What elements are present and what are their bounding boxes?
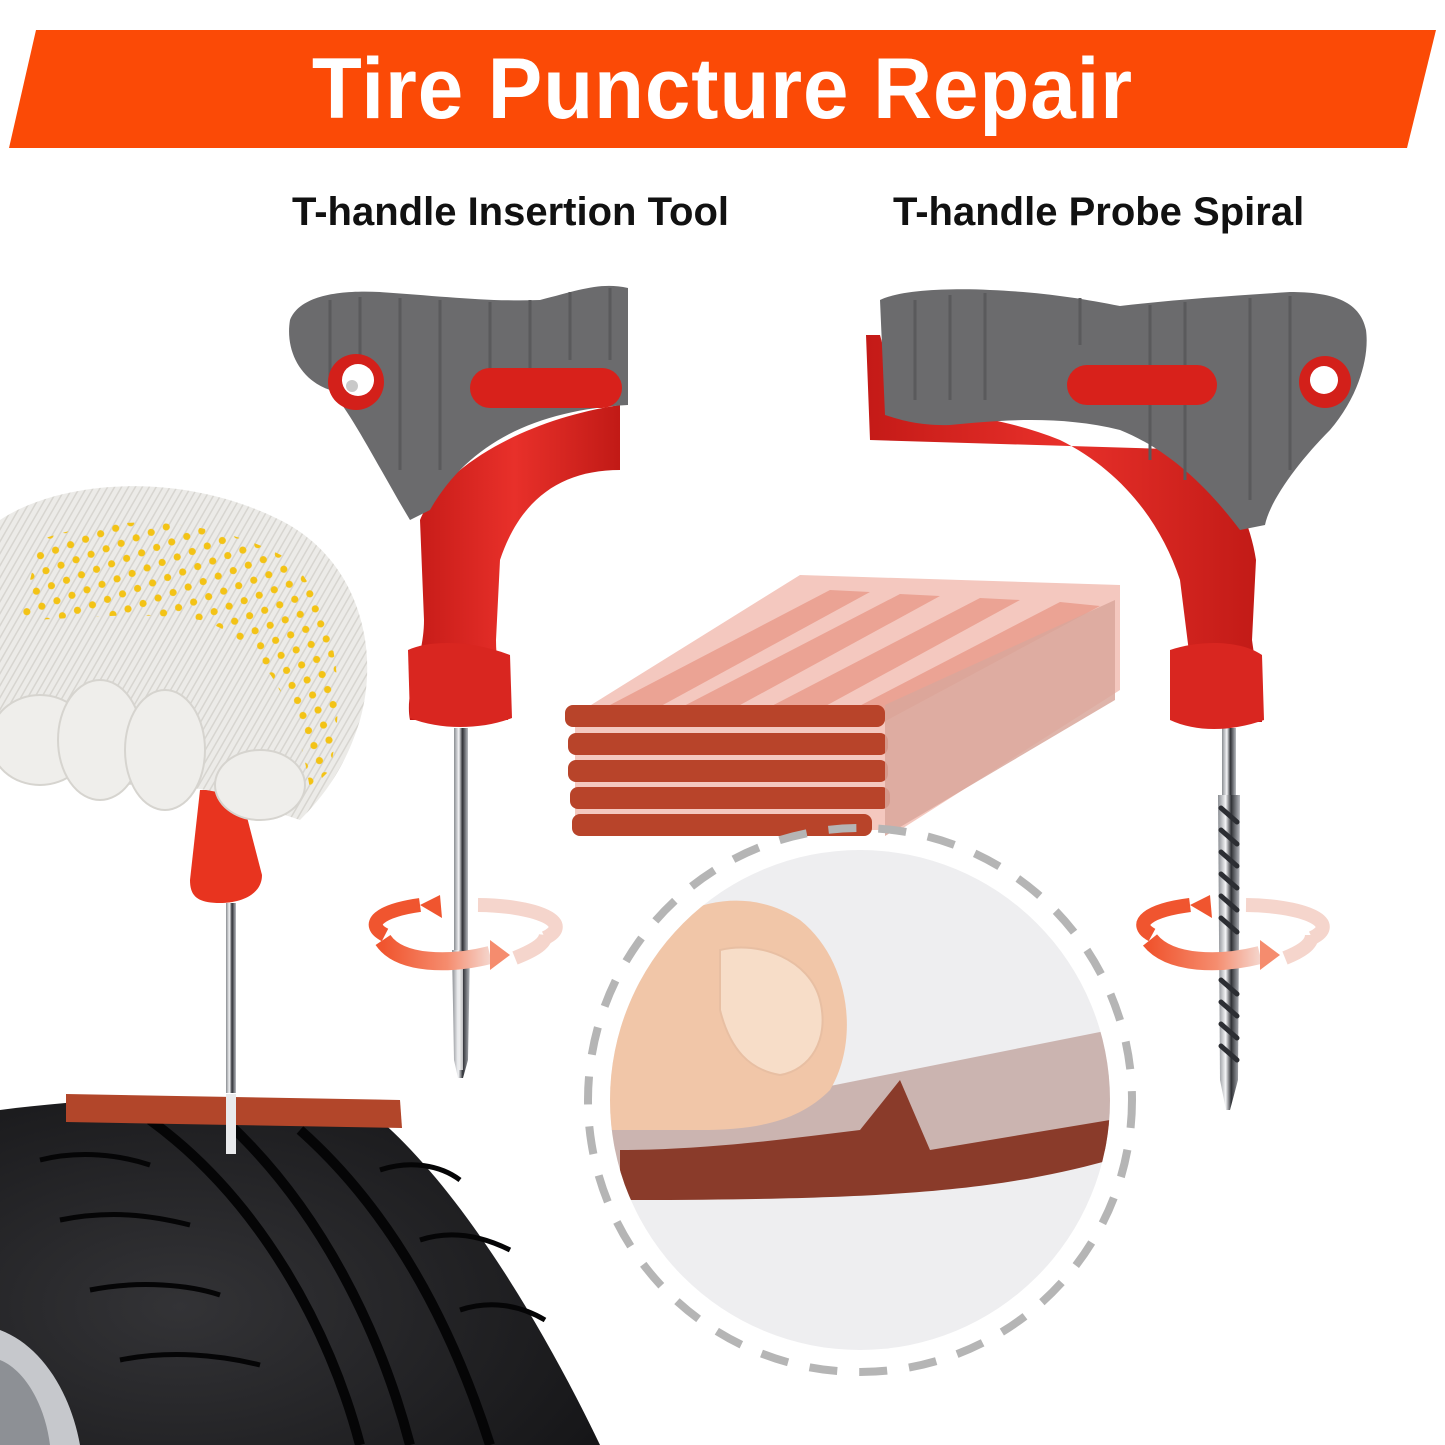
repair-strip-stack [565, 575, 1120, 836]
probe-spiral-tool [866, 289, 1367, 1110]
gloved-hand-with-tool [0, 486, 368, 1093]
strip-peeling-closeup [584, 824, 1136, 1376]
banner-title: Tire Puncture Repair [311, 40, 1134, 137]
rotation-arrow-icon-right [1136, 895, 1330, 971]
tire-with-strip [0, 1094, 600, 1445]
rotation-arrow-icon-left [368, 895, 563, 971]
insertion-tool-label: T-handle Insertion Tool [292, 190, 730, 234]
insertion-tool [289, 285, 628, 1078]
probe-spiral-label: T-handle Probe Spiral [893, 190, 1305, 234]
title-banner [9, 30, 1436, 148]
